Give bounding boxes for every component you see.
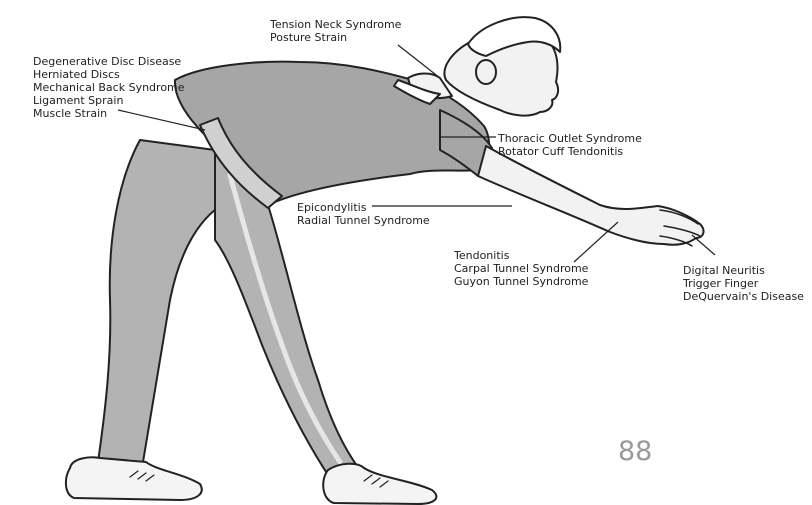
page-number: 88	[618, 436, 652, 467]
leader-finger	[692, 235, 715, 255]
label-thoracic-line: Thoracic Outlet Syndrome	[498, 132, 642, 145]
label-finger: Digital Neuritis Trigger Finger DeQuerva…	[683, 264, 804, 303]
label-finger-line: Digital Neuritis	[683, 264, 804, 277]
front-shoe	[323, 464, 436, 504]
near-arm	[478, 146, 703, 245]
label-back-line: Muscle Strain	[33, 107, 185, 120]
label-back-line: Herniated Discs	[33, 68, 185, 81]
label-neck-line: Tension Neck Syndrome	[270, 18, 401, 31]
label-elbow-line: Epicondylitis	[297, 201, 430, 214]
label-back: Degenerative Disc Disease Herniated Disc…	[33, 55, 185, 120]
label-wrist-line: Carpal Tunnel Syndrome	[454, 262, 588, 275]
label-finger-line: Trigger Finger	[683, 277, 804, 290]
label-thoracic: Thoracic Outlet Syndrome Rotator Cuff Te…	[498, 132, 642, 158]
label-elbow: Epicondylitis Radial Tunnel Syndrome	[297, 201, 430, 227]
label-back-line: Degenerative Disc Disease	[33, 55, 185, 68]
label-wrist-line: Tendonitis	[454, 249, 588, 262]
back-shoe	[66, 457, 202, 500]
label-wrist: Tendonitis Carpal Tunnel Syndrome Guyon …	[454, 249, 588, 288]
label-finger-line: DeQuervain's Disease	[683, 290, 804, 303]
label-neck: Tension Neck Syndrome Posture Strain	[270, 18, 401, 44]
label-neck-line: Posture Strain	[270, 31, 401, 44]
back-leg	[98, 140, 230, 468]
label-back-line: Mechanical Back Syndrome	[33, 81, 185, 94]
label-back-line: Ligament Sprain	[33, 94, 185, 107]
label-thoracic-line: Rotator Cuff Tendonitis	[498, 145, 642, 158]
ear	[476, 60, 496, 84]
label-wrist-line: Guyon Tunnel Syndrome	[454, 275, 588, 288]
label-elbow-line: Radial Tunnel Syndrome	[297, 214, 430, 227]
